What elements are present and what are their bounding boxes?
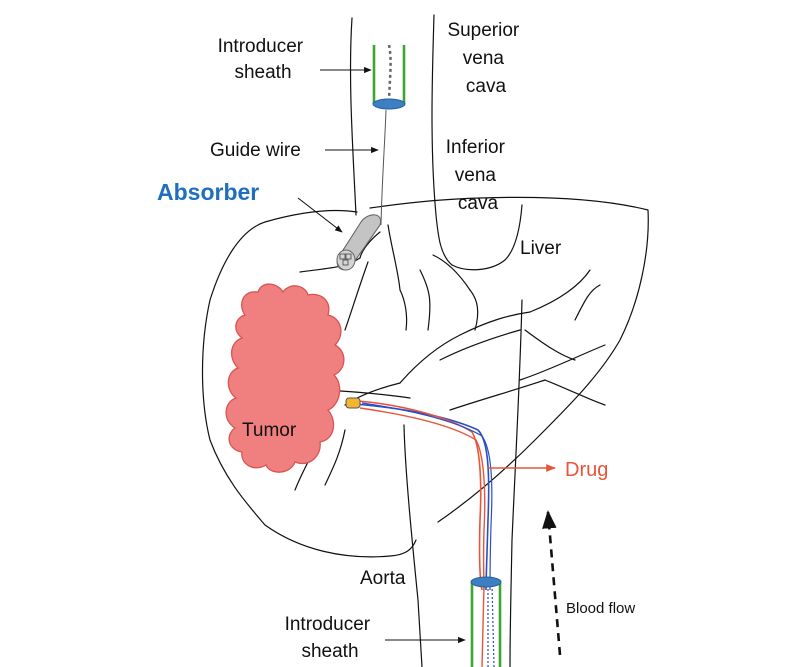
- label-drug: Drug: [565, 459, 608, 481]
- label-ivc-line1: Inferior: [446, 137, 506, 158]
- tumor-shape: [225, 283, 345, 473]
- aorta-right-wall: [509, 299, 523, 667]
- label-introducer-sheath-top: Introducer sheath: [218, 36, 309, 83]
- ivc-curve: [451, 204, 523, 271]
- superior-vena-cava-right-wall: [431, 14, 453, 266]
- label-svc-line1: Superior: [447, 20, 519, 41]
- label-guide-wire: Guide wire: [210, 140, 301, 161]
- label-introducer-bottom-line2: sheath: [301, 641, 358, 662]
- label-absorber: Absorber: [157, 179, 259, 205]
- introducer-sheath-bottom: [470, 576, 502, 667]
- arrow-blood-flow: [542, 510, 562, 656]
- label-introducer-top-line2: sheath: [234, 62, 291, 83]
- label-liver: Liver: [520, 238, 562, 259]
- label-blood-flow: Blood flow: [566, 600, 635, 617]
- guide-wire: [380, 109, 387, 226]
- label-introducer-sheath-bottom: Introducer sheath: [285, 614, 376, 662]
- absorber-device: [336, 214, 382, 271]
- label-superior-vena-cava: Superior vena cava: [447, 20, 524, 97]
- label-svc-line3: cava: [466, 76, 507, 97]
- label-aorta: Aorta: [360, 568, 406, 589]
- aorta-left-wall: [403, 424, 423, 667]
- introducer-sheath-top: [372, 44, 406, 110]
- label-introducer-top-line1: Introducer: [218, 36, 304, 57]
- label-introducer-bottom-line1: Introducer: [285, 614, 371, 635]
- liver-outline: [201, 196, 649, 558]
- catheter-lines: [354, 400, 493, 591]
- label-ivc-line3: cava: [458, 193, 499, 214]
- label-inferior-vena-cava: Inferior vena cava: [446, 137, 510, 214]
- label-tumor: Tumor: [242, 420, 297, 441]
- label-ivc-line2: vena: [455, 165, 497, 186]
- label-svc-line2: vena: [463, 48, 505, 69]
- catheter-balloon: [345, 397, 361, 409]
- arrow-absorber: [297, 197, 343, 233]
- superior-vena-cava-left-wall: [349, 17, 357, 216]
